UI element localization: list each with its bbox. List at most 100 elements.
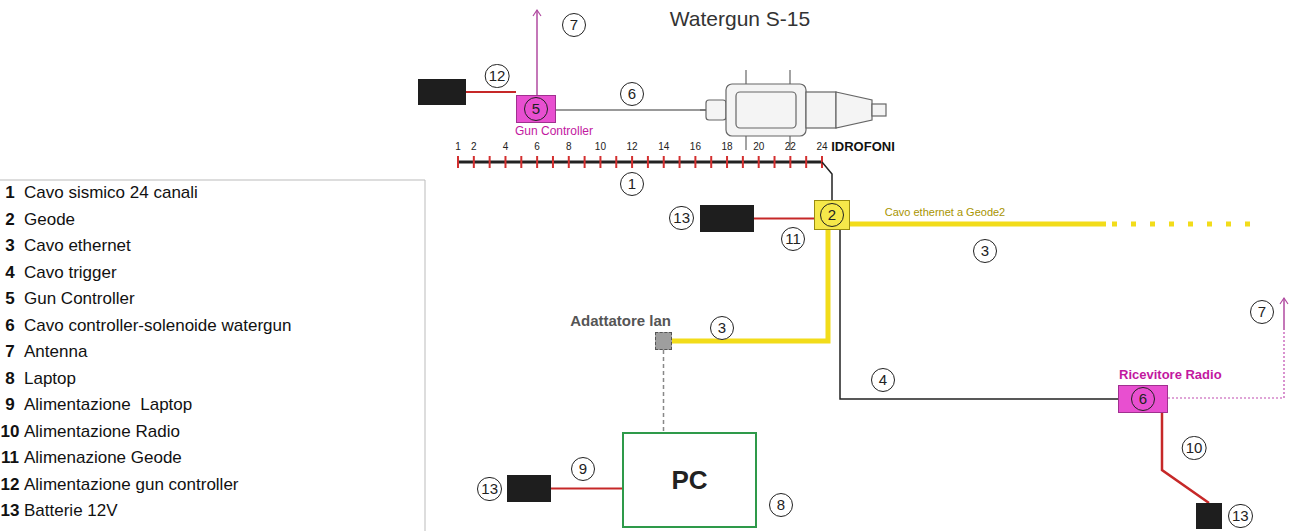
callout-number: 13 xyxy=(669,206,694,230)
callout-number: 9 xyxy=(571,457,595,481)
callout-number: 6 xyxy=(620,82,644,106)
tick xyxy=(710,156,712,168)
channel-number: 4 xyxy=(503,141,509,152)
tick xyxy=(789,156,791,168)
connector xyxy=(1162,413,1209,503)
node-box: 13 xyxy=(507,475,551,502)
tick xyxy=(805,156,807,168)
channel-number: 16 xyxy=(690,141,701,152)
tick xyxy=(631,156,633,168)
legend-text: Alimentazione Radio xyxy=(24,422,180,442)
callout-number: 3 xyxy=(710,316,734,340)
legend-text: Cavo trigger xyxy=(24,263,117,283)
channel-number: 18 xyxy=(721,141,732,152)
callout-number: 6 xyxy=(1131,387,1155,411)
tick xyxy=(584,156,586,168)
node-caption: Ricevitore Radio xyxy=(1119,367,1222,382)
legend-text: Laptop xyxy=(24,369,76,389)
tick xyxy=(694,156,696,168)
tick xyxy=(473,156,475,168)
text-label: IDROFONI xyxy=(831,139,895,154)
hydrophone-ticks xyxy=(458,156,822,168)
tick xyxy=(504,156,506,168)
legend-text: Cavo sismico 24 canali xyxy=(24,183,198,203)
legend-number: 7 xyxy=(5,342,14,362)
callout-number: 5 xyxy=(524,97,548,121)
node-title: PC xyxy=(671,465,707,496)
node-caption: Adattatore lan xyxy=(570,312,671,329)
legend-text: Antenna xyxy=(24,342,87,362)
callout-number: 10 xyxy=(1182,436,1207,460)
legend-number: 5 xyxy=(5,289,14,309)
callout-number: 4 xyxy=(871,368,895,392)
seismic-cable xyxy=(458,161,822,164)
tick xyxy=(615,156,617,168)
ethernet-cable xyxy=(850,222,1106,227)
legend-text: Alimentazione gun controller xyxy=(24,475,239,495)
node-box: 13 xyxy=(700,205,754,232)
tick xyxy=(663,156,665,168)
node-box: 2 xyxy=(814,200,850,230)
node-box: PC xyxy=(622,432,757,528)
node-box: 5Gun Controller xyxy=(516,95,556,123)
channel-number: 12 xyxy=(627,141,638,152)
tick xyxy=(726,156,728,168)
antenna-tip xyxy=(533,10,541,16)
connector xyxy=(754,218,814,220)
tick xyxy=(536,156,538,168)
battery xyxy=(418,79,466,105)
watergun-illustration xyxy=(700,70,886,150)
channel-number: 2 xyxy=(471,141,477,152)
channel-number: 8 xyxy=(566,141,572,152)
connector xyxy=(551,488,622,490)
legend-number: 9 xyxy=(5,395,14,415)
legend-text: Cavo controller-solenoide watergun xyxy=(24,316,291,336)
tick xyxy=(520,156,522,168)
callout-number: 12 xyxy=(485,64,510,88)
callout-number: 7 xyxy=(1250,300,1274,324)
antenna xyxy=(1283,298,1285,330)
solenoid-cable xyxy=(556,109,706,110)
callout-number: 13 xyxy=(1228,504,1253,528)
tick xyxy=(552,156,554,168)
tick xyxy=(599,156,601,168)
channel-number: 10 xyxy=(595,141,606,152)
callout-number: 13 xyxy=(477,477,502,501)
tick xyxy=(489,156,491,168)
connector xyxy=(663,350,665,432)
legend-panel xyxy=(0,180,425,531)
legend-text: Geode xyxy=(24,210,75,230)
legend-number: 3 xyxy=(5,236,14,256)
text-label: Watergun S-15 xyxy=(670,7,810,31)
channel-number: 14 xyxy=(658,141,669,152)
text-label: Cavo ethernet a Geode2 xyxy=(885,206,1005,218)
legend-number: 13 xyxy=(1,501,20,521)
legend-number: 6 xyxy=(5,316,14,336)
antenna-tip xyxy=(1280,298,1288,304)
ethernet-cable-continues xyxy=(1112,222,1262,227)
legend-text: Gun Controller xyxy=(24,289,135,309)
tick xyxy=(679,156,681,168)
legend-text: Alimentazione Laptop xyxy=(24,395,192,415)
channel-number: 20 xyxy=(753,141,764,152)
connector xyxy=(672,230,828,341)
node-box: 13 xyxy=(1196,503,1222,529)
legend-number: 8 xyxy=(5,369,14,389)
node-box: Ricevitore Radio6 xyxy=(1118,385,1168,413)
tick xyxy=(774,156,776,168)
callout-number: 2 xyxy=(820,203,844,227)
tick xyxy=(758,156,760,168)
antenna-cable xyxy=(1168,330,1284,398)
legend-text: Cavo ethernet xyxy=(24,236,131,256)
connector xyxy=(840,230,1118,399)
callout-number: 1 xyxy=(620,172,644,196)
legend-number: 2 xyxy=(5,210,14,230)
channel-number: 1 xyxy=(455,141,461,152)
node-caption: Gun Controller xyxy=(515,124,593,138)
seismic-cable-lead xyxy=(822,162,832,200)
legend-number: 4 xyxy=(5,263,14,283)
legend-text: Batterie 12V xyxy=(24,501,118,521)
channel-number: 22 xyxy=(785,141,796,152)
tick xyxy=(742,156,744,168)
channel-number: 24 xyxy=(816,141,827,152)
